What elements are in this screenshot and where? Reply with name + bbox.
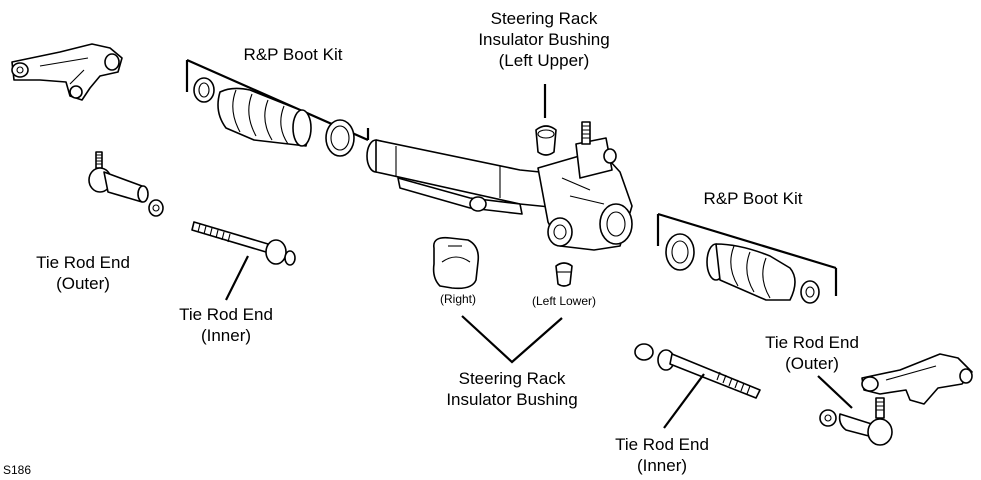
- label-bushing-left-upper: Steering Rack Insulator Bushing (Left Up…: [478, 9, 610, 70]
- label-bushing-right-small: (Right): [439, 292, 476, 306]
- diagram-code: S186: [3, 463, 32, 477]
- bushing-left-lower: [555, 262, 573, 287]
- boot-kit-right-parts: [665, 233, 820, 304]
- tie-rod-end-outer-right: [819, 397, 893, 446]
- bushing-leader-lines: [461, 315, 563, 364]
- leader-tie-inner-left: [225, 255, 249, 301]
- steering-rack-housing: [366, 121, 633, 251]
- label-boot-kit-right: R&P Boot Kit: [703, 189, 803, 208]
- leader-tie-outer-right: [817, 375, 853, 409]
- label-bushing-left-lower-small: (Left Lower): [531, 294, 597, 308]
- steering-knuckle-right: [861, 353, 973, 405]
- leader-tie-inner-right: [663, 373, 705, 429]
- label-tie-rod-end-inner-right: Tie Rod End (Inner): [615, 435, 709, 475]
- label-tie-rod-end-outer-left: Tie Rod End (Outer): [36, 253, 130, 293]
- label-bushing-main: Steering Rack Insulator Bushing: [446, 369, 578, 409]
- boot-kit-right-bracket: [656, 212, 838, 296]
- bushing-left-upper: [535, 84, 557, 156]
- tie-rod-inner-right: [634, 343, 761, 399]
- boot-kit-left-parts: [193, 77, 355, 157]
- tie-rod-end-outer-left: [88, 151, 164, 217]
- label-boot-kit-left: R&P Boot Kit: [243, 45, 343, 64]
- label-tie-rod-end-inner-left: Tie Rod End (Inner): [179, 305, 273, 345]
- steering-knuckle-left: [11, 43, 123, 101]
- tie-rod-inner-left: [191, 221, 296, 266]
- label-tie-rod-end-outer-right: Tie Rod End (Outer): [765, 333, 859, 373]
- bushing-right: [432, 236, 480, 290]
